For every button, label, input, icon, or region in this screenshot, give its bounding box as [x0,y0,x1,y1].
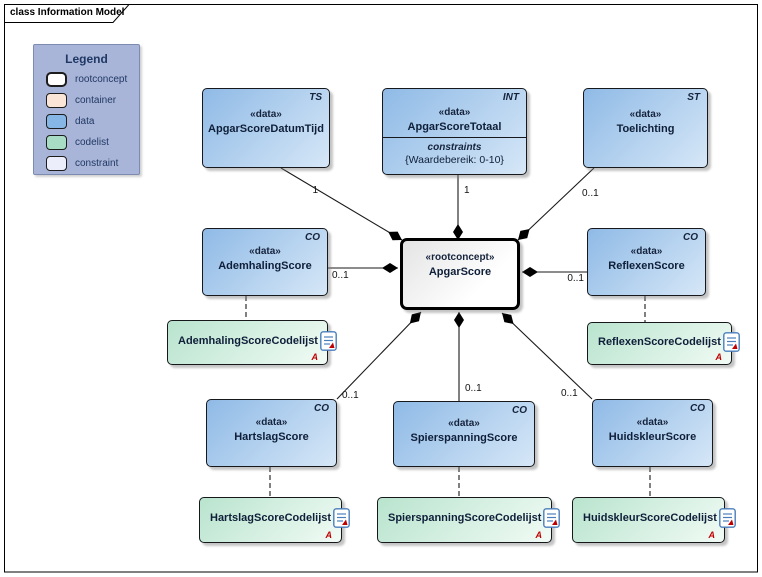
node-name: AdemhalingScore [218,260,312,272]
rootconcept-swatch [46,71,67,87]
node-apgarscoretotaal[interactable]: INT «data» ApgarScoreTotaal constraints … [381,88,528,175]
stereotype: «data» [630,246,663,257]
type-tag: CO [690,403,705,414]
legend-item-codelist: codelist [46,134,139,150]
codelist-name: AdemhalingScoreCodelijst [178,334,318,347]
codelist-name: SpierspanningScoreCodelijst [388,512,542,524]
legend-item-constraint: constraint [46,155,139,171]
multiplicity-label-totaal: 1 [464,185,470,196]
legend-title: Legend [65,52,108,66]
multiplicity-label-ademhaling: 0..1 [332,270,349,281]
node-name: ApgarScore [428,266,492,278]
composition-diamond [517,228,530,241]
multiplicity-label-datumtijd: 1 [312,185,318,196]
stereotype: «data» [255,417,288,428]
stereotype: «data» [636,417,669,428]
legend-item-label: constraint [75,157,119,169]
multiplicity-label-hartslag: 0..1 [342,390,359,401]
composition-diamond [454,312,464,328]
document-icon [543,508,561,528]
codelist-marker: A [311,352,319,362]
multiplicity-label-toelichting: 0..1 [582,188,599,199]
document-icon [722,331,740,352]
constraint-value: {Waardebereik: 0-10} [405,154,504,166]
codelist-name: HuidskleurScoreCodelijst [583,512,717,524]
node-ademhalingscore[interactable]: CO «data» AdemhalingScore [202,228,328,296]
stereotype: «data» [448,418,480,429]
node-toelichting[interactable]: ST «data» Toelichting [583,88,708,168]
constraint-swatch [46,155,67,171]
composition-diamond [453,224,463,240]
composition-diamond [502,312,514,325]
codelist-marker: A [708,530,716,540]
legend-item-container: container [46,92,139,108]
legend-item-label: container [75,94,117,106]
node-reflexenscore[interactable]: CO «data» ReflexenScore [587,228,706,296]
type-tag: CO [512,405,527,416]
multiplicity-label-huidskleur: 0..1 [561,388,578,399]
legend[interactable]: Legend rootconcept container data codeli… [33,44,140,175]
codelist-name: ReflexenScoreCodelijst [598,335,721,348]
node-name: SpierspanningScore [410,432,518,444]
codelist-name: HartslagScoreCodelijst [210,512,332,524]
diagram-tab-label: class Information Model [10,7,125,18]
legend-item-label: data [75,115,95,127]
codelist-swatch [46,134,67,150]
node-hartslagscore[interactable]: CO «data» HartslagScore [206,399,337,467]
stereotype: «data» [629,109,662,120]
node-huidskleurscorecodelijst[interactable]: HuidskleurScoreCodelijst A [572,497,736,543]
legend-item-label: codelist [75,136,109,148]
node-name: ApgarScoreTotaal [407,121,502,133]
type-tag: TS [309,92,322,103]
document-icon [320,330,337,351]
type-tag: CO [314,403,329,414]
constraints-title: constraints [427,142,482,153]
multiplicity-label-reflexen: 0..1 [567,273,584,284]
document-icon [718,508,736,528]
node-name: HuidskleurScore [608,431,697,443]
type-tag: CO [305,232,320,243]
codelist-marker: A [325,530,333,540]
diagram-frame [4,4,758,573]
node-apgarscoredatumtijd[interactable]: TS «data» ApgarScoreDatumTijd [202,88,330,168]
document-icon [333,508,350,528]
multiplicity-label-spierspanning: 0..1 [465,383,482,394]
constraints-compartment: constraints {Waardebereik: 0-10} [381,137,528,174]
legend-item-rootconcept: rootconcept [46,71,139,87]
connector-hartslag[interactable] [336,311,422,400]
node-apgarscore-rootconcept[interactable]: «rootconcept» ApgarScore [400,238,520,310]
stereotype: «data» [438,107,471,118]
connector-huidskleur[interactable] [501,312,593,400]
type-tag: INT [502,92,519,103]
composition-diamond [382,263,398,273]
stereotype: «rootconcept» [425,252,495,263]
diagram-tab [4,4,131,23]
node-reflexenscorecodelijst[interactable]: ReflexenScoreCodelijst A [587,322,740,365]
node-spierspanningscore[interactable]: CO «data» SpierspanningScore [393,401,535,467]
stereotype: «data» [250,109,282,120]
node-spierspanningscorecodelijst[interactable]: SpierspanningScoreCodelijst A [377,497,561,543]
node-name: HartslagScore [234,431,309,443]
node-name: ReflexenScore [608,260,685,272]
codelist-marker: A [715,352,723,362]
composition-diamond [388,231,402,241]
composition-diamond [409,312,421,324]
node-name: Toelichting [616,123,675,135]
stereotype: «data» [249,246,281,257]
legend-item-data: data [46,113,139,129]
composition-diamond [522,267,538,277]
connector-toelichting[interactable] [517,167,595,241]
codelist-marker: A [535,530,543,540]
container-swatch [46,92,67,108]
node-hartslagscorecodelijst[interactable]: HartslagScoreCodelijst A [199,497,350,543]
node-huidskleurscore[interactable]: CO «data» HuidskleurScore [592,399,713,467]
legend-item-label: rootconcept [75,73,128,85]
data-swatch [46,113,67,129]
connector-datumtijd[interactable] [280,167,403,241]
node-ademhalingscorecodelijst[interactable]: AdemhalingScoreCodelijst A [167,320,337,365]
type-tag: CO [683,232,698,243]
type-tag: ST [687,92,700,103]
node-name: ApgarScoreDatumTijd [208,123,324,135]
